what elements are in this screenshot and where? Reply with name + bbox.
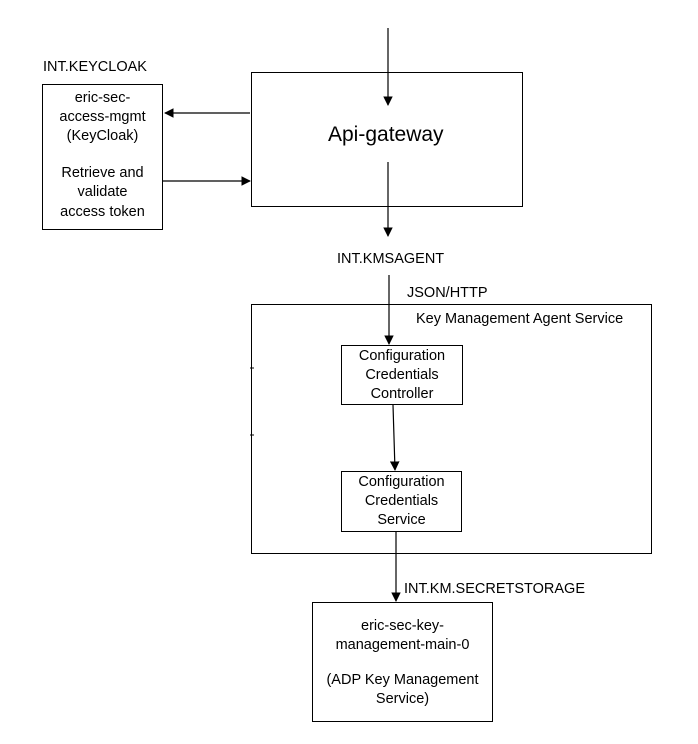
key-management-line: (ADP Key Management <box>326 672 479 688</box>
json-http-label: JSON/HTTP <box>407 285 488 301</box>
keycloak-line: access token <box>60 204 145 220</box>
api-gateway-title: Api-gateway <box>328 123 444 146</box>
key-management-line: Service) <box>375 691 430 707</box>
keycloak-line: (KeyCloak) <box>66 128 139 144</box>
key-management-line: eric-sec-key- <box>361 618 444 634</box>
keycloak-line: validate <box>77 184 128 200</box>
service-line: Service <box>377 512 426 528</box>
controller-line: Credentials <box>365 367 439 383</box>
key-management-box: eric-sec-key- management-main-0 (ADP Key… <box>312 602 493 722</box>
kma-service-container: Key Management Agent Service <box>251 304 652 554</box>
service-line: Configuration <box>358 474 445 490</box>
service-line: Credentials <box>364 493 439 509</box>
keycloak-box: eric-sec- access-mgmt (KeyCloak) Retriev… <box>42 84 163 230</box>
controller-line: Configuration <box>358 348 446 364</box>
keycloak-line: eric-sec- <box>74 90 131 106</box>
kma-service-title: Key Management Agent Service <box>416 311 624 327</box>
int-kmsagent-label: INT.KMSAGENT <box>337 251 445 267</box>
service-box: Configuration Credentials Service <box>341 471 462 532</box>
controller-box: Configuration Credentials Controller <box>341 345 463 405</box>
int-km-secretstorage-label: INT.KM.SECRETSTORAGE <box>404 581 586 597</box>
keycloak-line: Retrieve and <box>61 165 144 181</box>
key-management-line: management-main-0 <box>335 637 470 653</box>
api-gateway-box: Api-gateway <box>251 72 523 207</box>
controller-line: Controller <box>370 386 434 402</box>
int-keycloak-label: INT.KEYCLOAK <box>43 59 147 75</box>
keycloak-line: access-mgmt <box>59 109 146 125</box>
